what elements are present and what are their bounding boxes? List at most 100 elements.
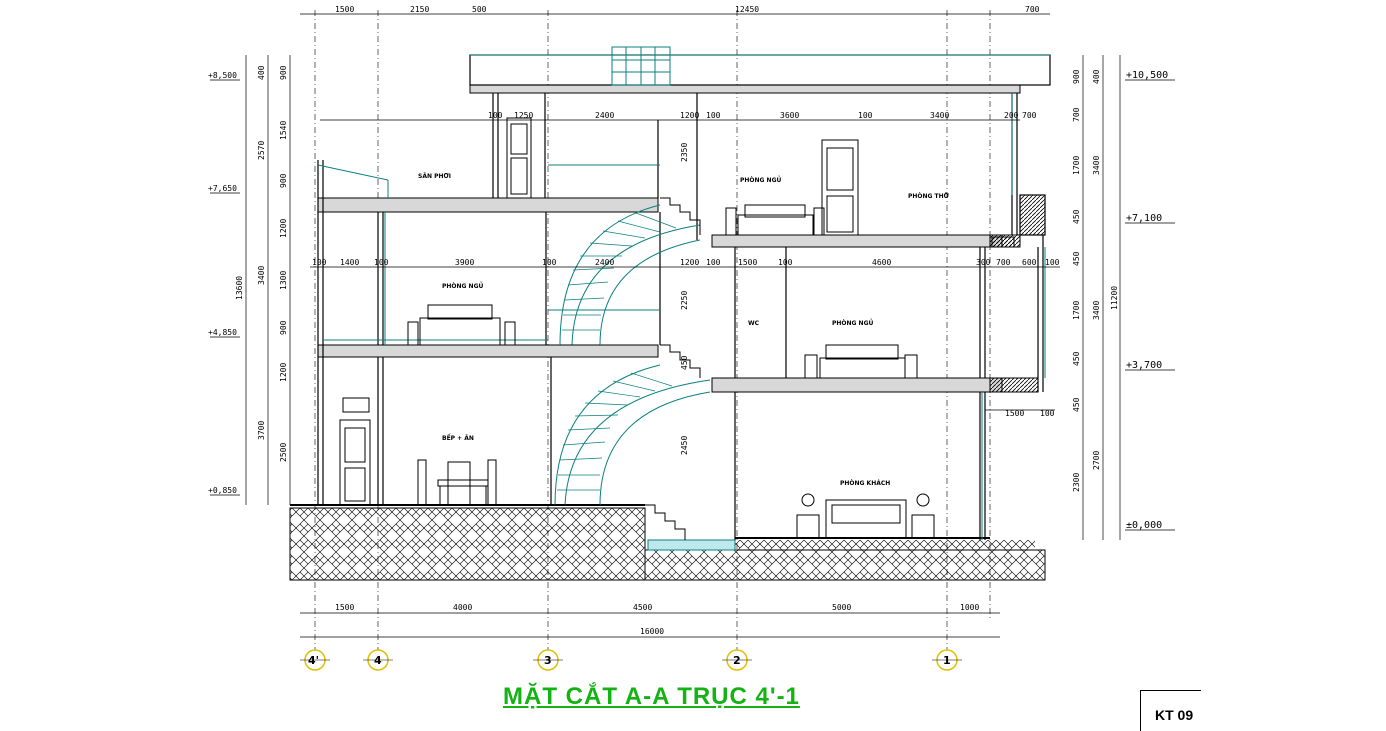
svg-text:3400: 3400 xyxy=(1092,156,1101,175)
bottom-dim: 4000 xyxy=(453,603,472,612)
bottom-dim: 4500 xyxy=(633,603,652,612)
bottom-total: 16000 xyxy=(640,627,664,636)
svg-text:3400: 3400 xyxy=(930,111,949,120)
room-label: BẾP + ĂN xyxy=(442,434,474,442)
svg-text:2: 2 xyxy=(733,654,741,667)
floor-dims-lower: 1500 100 xyxy=(1005,409,1055,418)
ground-hatch xyxy=(289,504,1046,581)
svg-text:400: 400 xyxy=(257,65,266,80)
level-mark: +4,850 xyxy=(208,328,237,337)
bottom-dim: 1500 xyxy=(335,603,354,612)
bottom-dim: 1000 xyxy=(960,603,979,612)
dimension-lines xyxy=(210,13,1175,638)
svg-text:1300: 1300 xyxy=(279,271,288,290)
svg-text:1700: 1700 xyxy=(1072,301,1081,320)
svg-text:700: 700 xyxy=(1072,107,1081,122)
right-dimensions: 900 700 1700 450 450 1700 450 450 2300 4… xyxy=(1072,69,1119,492)
level-mark: +7,650 xyxy=(208,184,237,193)
svg-text:100: 100 xyxy=(542,258,557,267)
svg-text:900: 900 xyxy=(279,320,288,335)
svg-text:4600: 4600 xyxy=(872,258,891,267)
svg-text:200: 200 xyxy=(1004,111,1019,120)
svg-text:1200: 1200 xyxy=(279,363,288,382)
svg-text:13600: 13600 xyxy=(235,276,244,300)
bottom-dim: 5000 xyxy=(832,603,851,612)
svg-text:3900: 3900 xyxy=(455,258,474,267)
room-label: PHÒNG NGỦ xyxy=(442,282,484,290)
svg-text:2500: 2500 xyxy=(279,443,288,462)
svg-text:2450: 2450 xyxy=(680,436,689,455)
svg-text:100: 100 xyxy=(858,111,873,120)
axis-marker-4prime: 4' xyxy=(300,649,330,671)
room-label: PHÒNG NGỦ xyxy=(832,319,874,327)
svg-text:100: 100 xyxy=(312,258,327,267)
sheet-code-box: KT 09 xyxy=(1140,690,1201,731)
svg-text:2400: 2400 xyxy=(595,258,614,267)
svg-text:1700: 1700 xyxy=(1072,156,1081,175)
level-mark: ±0,000 xyxy=(1126,520,1162,531)
svg-text:100: 100 xyxy=(374,258,389,267)
stair-treads xyxy=(557,212,677,491)
svg-text:2350: 2350 xyxy=(680,143,689,162)
svg-text:1: 1 xyxy=(943,654,951,667)
room-labels: SÂN PHƠI PHÒNG NGỦ PHÒNG THỜ PHÒNG NGỦ W… xyxy=(418,173,950,487)
svg-text:3400: 3400 xyxy=(257,266,266,285)
top-dim: 2150 xyxy=(410,5,429,14)
axis-gridlines xyxy=(314,10,991,650)
floor-slabs xyxy=(317,84,1039,393)
axis-marker-3: 3 xyxy=(533,649,563,671)
svg-text:2400: 2400 xyxy=(595,111,614,120)
top-dim: 500 xyxy=(472,5,487,14)
svg-text:2570: 2570 xyxy=(257,141,266,160)
walls xyxy=(317,54,1051,540)
left-dimensions: 2570 13600 3700 400 3400 900 1540 900 12… xyxy=(235,65,288,462)
svg-text:100: 100 xyxy=(706,111,721,120)
stair-step-profile xyxy=(645,197,701,540)
left-level-marks: +8,500 +7,650 +4,850 +0,850 xyxy=(208,71,237,495)
svg-text:1200: 1200 xyxy=(279,219,288,238)
svg-text:1540: 1540 xyxy=(279,121,288,140)
svg-text:100: 100 xyxy=(488,111,503,120)
top-dim: 12450 xyxy=(735,5,759,14)
svg-text:100: 100 xyxy=(778,258,793,267)
right-level-marks: +10,500 +7,100 +3,700 ±0,000 xyxy=(1126,70,1168,531)
svg-text:1400: 1400 xyxy=(340,258,359,267)
stair-dims: 2350 2250 450 2450 xyxy=(680,143,689,455)
svg-text:3600: 3600 xyxy=(780,111,799,120)
svg-text:100: 100 xyxy=(1040,409,1055,418)
top-dim: 700 xyxy=(1025,5,1040,14)
axis-marker-1: 1 xyxy=(932,649,962,671)
spiral-stairs xyxy=(554,204,711,506)
svg-text:100: 100 xyxy=(706,258,721,267)
svg-text:1500: 1500 xyxy=(1005,409,1024,418)
top-dim: 1500 xyxy=(335,5,354,14)
svg-text:600: 600 xyxy=(1022,258,1037,267)
svg-text:2700: 2700 xyxy=(1092,451,1101,470)
sheet-code: KT 09 xyxy=(1155,707,1194,723)
svg-text:4': 4' xyxy=(308,654,319,667)
svg-text:3400: 3400 xyxy=(1092,301,1101,320)
level-mark: +8,500 xyxy=(208,71,237,80)
svg-text:450: 450 xyxy=(680,355,689,370)
svg-text:1200: 1200 xyxy=(680,111,699,120)
level-mark: +7,100 xyxy=(1126,213,1162,224)
floor-dims-upper: 100 1250 2400 1200 100 3600 100 3400 200… xyxy=(488,111,1037,120)
floor-dims-middle: 100 1400 100 3900 100 2400 1200 100 1500… xyxy=(312,258,1060,267)
room-label: SÂN PHƠI xyxy=(418,173,451,180)
svg-text:2300: 2300 xyxy=(1072,473,1081,492)
svg-text:400: 400 xyxy=(1092,69,1101,84)
svg-text:100: 100 xyxy=(1045,258,1060,267)
level-mark: +0,850 xyxy=(208,486,237,495)
level-mark: +10,500 xyxy=(1126,70,1168,81)
svg-text:450: 450 xyxy=(1072,251,1081,266)
doors-windows xyxy=(339,46,1015,506)
svg-text:11200: 11200 xyxy=(1110,286,1119,310)
drawing-title: MẶT CẮT A-A TRỤC 4'-1 xyxy=(503,683,800,710)
axis-marker-2: 2 xyxy=(722,649,752,671)
svg-text:2250: 2250 xyxy=(680,291,689,310)
level-mark: +3,700 xyxy=(1126,360,1162,371)
axis-marker-4: 4 xyxy=(363,649,393,671)
bottom-dimensions: 1500 4000 4500 5000 1000 16000 xyxy=(335,603,979,636)
